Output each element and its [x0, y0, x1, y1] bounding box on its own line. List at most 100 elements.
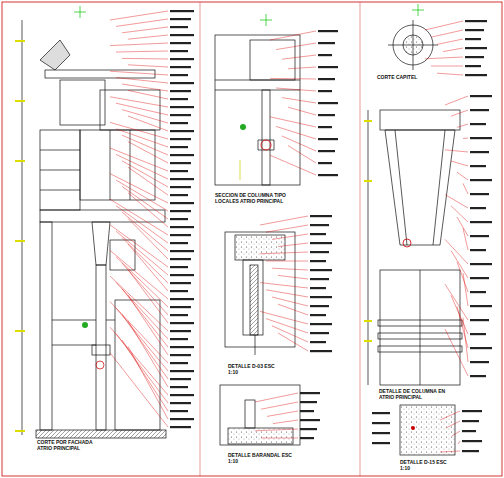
leader-line: [110, 250, 168, 299]
callout-stub: [372, 412, 390, 414]
leader-line: [451, 110, 468, 116]
callout-stub: [470, 291, 486, 293]
callout-stub: [170, 362, 188, 364]
leader-line: [457, 217, 468, 236]
callout-stub: [470, 165, 486, 167]
callout-stub: [318, 174, 338, 176]
leader-line: [122, 84, 168, 91]
leader-line: [452, 431, 460, 436]
callout-stub: [170, 74, 188, 76]
callout-stub: [170, 210, 191, 212]
leader-line: [110, 97, 168, 107]
leader-line: [463, 228, 468, 250]
leader-line: [278, 243, 308, 247]
callout-stub: [170, 330, 191, 332]
leader-line: [278, 304, 308, 315]
callout-stub: [170, 306, 191, 308]
leader-line: [288, 67, 316, 69]
callout-stub: [310, 278, 329, 280]
leader-line: [122, 289, 168, 347]
marker-cross: [74, 6, 86, 18]
callout-stub: [310, 323, 332, 325]
callout-stub: [170, 138, 191, 140]
callout-stub: [310, 350, 332, 352]
callout-stub: [310, 305, 329, 307]
leader-line: [110, 122, 168, 139]
callout-stub: [170, 58, 194, 60]
leader-line: [451, 295, 468, 334]
leader-line: [255, 429, 298, 431]
callout-stub: [462, 430, 476, 432]
callout-stub: [470, 375, 486, 377]
leader-line: [128, 295, 168, 355]
leader-line: [260, 216, 308, 225]
callout-stub: [470, 319, 489, 321]
callout-stub: [170, 410, 188, 412]
callout-stub: [170, 354, 191, 356]
leader-line: [451, 251, 468, 278]
callout-stub: [170, 370, 194, 372]
callout-stub: [170, 402, 191, 404]
leader-line: [425, 21, 463, 30]
leader-line: [272, 297, 308, 306]
callout-stub: [300, 392, 320, 394]
callout-stub: [470, 151, 489, 153]
leader-line: [261, 402, 298, 409]
callout-stub: [170, 130, 194, 132]
callout-stub: [170, 122, 188, 124]
leader-line: [445, 150, 468, 152]
callout-stub: [170, 106, 194, 108]
leader-line: [116, 257, 168, 307]
leader-line: [463, 183, 468, 194]
callout-stub: [470, 95, 492, 97]
leader-line: [122, 340, 168, 411]
leader-line: [116, 103, 168, 115]
leader-line: [445, 284, 468, 320]
callout-stub: [300, 428, 317, 430]
callout-stub: [300, 419, 320, 421]
callout-stub: [465, 29, 484, 31]
callout-stub: [170, 18, 191, 20]
leader-line: [451, 206, 468, 222]
leader-line: [116, 180, 168, 211]
callout-stub: [310, 251, 329, 253]
callout-stub: [465, 56, 484, 58]
callout-stub: [470, 347, 492, 349]
callout-stub: [310, 314, 326, 316]
leader-line: [128, 142, 168, 163]
callout-stub: [372, 432, 390, 434]
callout-stub: [470, 263, 492, 265]
callout-stub: [170, 242, 188, 244]
callout-stub: [170, 226, 194, 228]
callout-stub: [310, 341, 326, 343]
callout-stub: [170, 290, 188, 292]
leader-line: [128, 218, 168, 259]
leader-line: [445, 96, 468, 105]
callout-stub: [170, 170, 188, 172]
leader-line: [260, 252, 308, 254]
leader-line: [116, 334, 168, 403]
callout-stub: [310, 332, 329, 334]
leader-line: [260, 283, 308, 288]
detail-title: DETALLE D-03 ESC 1:10: [227, 363, 284, 375]
leader-line: [128, 35, 168, 39]
callout-stub: [170, 114, 191, 116]
callout-stub: [300, 437, 314, 439]
level-mark: [364, 340, 372, 342]
callout-stub: [170, 90, 191, 92]
leader-line: [463, 318, 468, 362]
leader-line: [276, 43, 316, 50]
callout-stub: [170, 50, 188, 52]
leader-line: [128, 244, 168, 291]
leader-line: [270, 155, 316, 175]
callout-stub: [170, 426, 191, 428]
leader-line: [446, 421, 460, 428]
callout-stub: [372, 422, 390, 424]
callout-stub: [470, 207, 486, 209]
leader-line: [272, 326, 308, 342]
callout-stub: [170, 146, 188, 148]
leader-line: [266, 261, 308, 262]
callout-stub: [170, 250, 194, 252]
leader-line: [122, 58, 168, 60]
